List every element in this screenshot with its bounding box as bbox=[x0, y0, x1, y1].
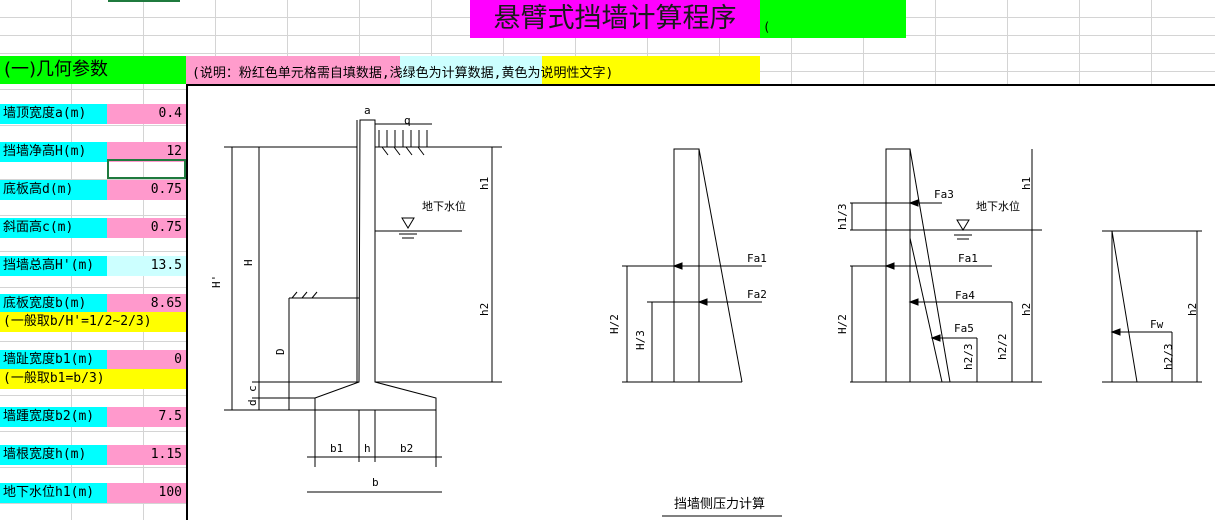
label-c: c bbox=[246, 385, 259, 392]
param-label-c[interactable]: 斜面高c(m) bbox=[0, 218, 107, 238]
label-Fa5: Fa5 bbox=[954, 322, 974, 335]
column-indicator bbox=[108, 0, 180, 2]
calc-cell-green[interactable] bbox=[760, 0, 906, 38]
label-Fa3: Fa3 bbox=[934, 188, 954, 201]
selected-cell[interactable] bbox=[107, 159, 186, 179]
param-label-b1[interactable]: 墙趾宽度b1(m) bbox=[0, 350, 107, 370]
param-label-a[interactable]: 墙顶宽度a(m) bbox=[0, 104, 107, 124]
label-groundwater-2: 地下水位 bbox=[976, 199, 1020, 213]
page-title[interactable]: 悬臂式挡墙计算程序 bbox=[470, 0, 760, 38]
drawing-caption: 挡墙侧压力计算 bbox=[674, 497, 765, 512]
param-label-Hprime[interactable]: 挡墙总高H'(m) bbox=[0, 256, 107, 276]
label-groundwater-1: 地下水位 bbox=[422, 199, 466, 213]
label-h2-2: h2/2 bbox=[996, 334, 1009, 361]
param-value-H[interactable]: 12 bbox=[107, 142, 186, 162]
label-Fa1-d2: Fa1 bbox=[747, 252, 767, 265]
param-value-b[interactable]: 8.65 bbox=[107, 294, 186, 314]
label-h1: h1 bbox=[478, 177, 491, 190]
hint-b1-ratio[interactable]: (一般取b1=b/3) bbox=[0, 369, 186, 389]
arrow-Fa2 bbox=[697, 298, 708, 306]
color-legend-note[interactable]: (说明：粉红色单元格需自填数据,浅绿色为计算数据,黄色为说明性文字) bbox=[186, 56, 760, 84]
label-h2-d4: h2 bbox=[1186, 303, 1199, 316]
label-q: q bbox=[404, 114, 411, 127]
label-D: D bbox=[274, 348, 287, 355]
label-Hprime: H' bbox=[210, 275, 223, 288]
param-value-Hprime[interactable]: 13.5 bbox=[107, 256, 186, 276]
label-Fw: Fw bbox=[1150, 318, 1164, 331]
param-value-c[interactable]: 0.75 bbox=[107, 218, 186, 238]
water-pressure-diagram bbox=[1102, 230, 1202, 383]
title-paren: ( bbox=[763, 20, 771, 34]
label-h2: h2 bbox=[478, 303, 491, 316]
param-label-h[interactable]: 墙根宽度h(m) bbox=[0, 445, 107, 465]
arrow-Fa1-d3 bbox=[884, 262, 895, 270]
label-h1-3: h1/3 bbox=[836, 204, 849, 231]
param-label-h1[interactable]: 地下水位h1(m) bbox=[0, 483, 107, 503]
param-value-a[interactable]: 0.4 bbox=[107, 104, 186, 124]
label-h2-3-d4: h2/3 bbox=[1162, 344, 1175, 371]
param-label-b2[interactable]: 墙踵宽度b2(m) bbox=[0, 407, 107, 427]
hint-b-ratio[interactable]: (一般取b/H'=1/2~2/3) bbox=[0, 312, 186, 332]
retaining-wall-drawing[interactable]: a q 地下水位 H' H D d c h1 h2 b1 h b2 b Fa1 … bbox=[186, 84, 1215, 520]
label-h: h bbox=[364, 442, 371, 455]
param-value-b1[interactable]: 0 bbox=[107, 350, 186, 370]
label-H: H bbox=[242, 259, 255, 266]
label-b: b bbox=[372, 476, 379, 489]
label-Fa2: Fa2 bbox=[747, 288, 767, 301]
param-value-h1[interactable]: 100 bbox=[107, 483, 186, 503]
label-H3: H/3 bbox=[634, 330, 647, 350]
section-heading[interactable]: (一)几何参数 bbox=[0, 56, 186, 84]
label-h2-d3: h2 bbox=[1020, 303, 1033, 316]
arrow-Fw bbox=[1110, 328, 1121, 336]
arrow-Fa1 bbox=[672, 262, 683, 270]
pressure-diagram-3 bbox=[850, 148, 1042, 383]
param-label-H[interactable]: 挡墙净高H(m) bbox=[0, 142, 107, 162]
param-value-h[interactable]: 1.15 bbox=[107, 445, 186, 465]
label-H2-d3: H/2 bbox=[836, 314, 849, 334]
label-b2: b2 bbox=[400, 442, 413, 455]
label-Fa1-d3: Fa1 bbox=[958, 252, 978, 265]
param-label-d[interactable]: 底板高d(m) bbox=[0, 180, 107, 200]
param-value-d[interactable]: 0.75 bbox=[107, 180, 186, 200]
label-d: d bbox=[246, 399, 259, 406]
label-b1: b1 bbox=[330, 442, 343, 455]
label-h1-d3: h1 bbox=[1020, 177, 1033, 190]
wall-section-diagram bbox=[224, 119, 502, 493]
arrow-Fa3 bbox=[908, 199, 919, 207]
param-value-b2[interactable]: 7.5 bbox=[107, 407, 186, 427]
param-label-b[interactable]: 底板宽度b(m) bbox=[0, 294, 107, 314]
label-h2-3-d3: h2/3 bbox=[962, 344, 975, 371]
label-H2-d2: H/2 bbox=[608, 314, 621, 334]
label-a: a bbox=[364, 104, 371, 117]
arrow-Fa5 bbox=[930, 334, 941, 342]
arrow-Fa4 bbox=[908, 298, 919, 306]
label-Fa4: Fa4 bbox=[955, 289, 975, 302]
